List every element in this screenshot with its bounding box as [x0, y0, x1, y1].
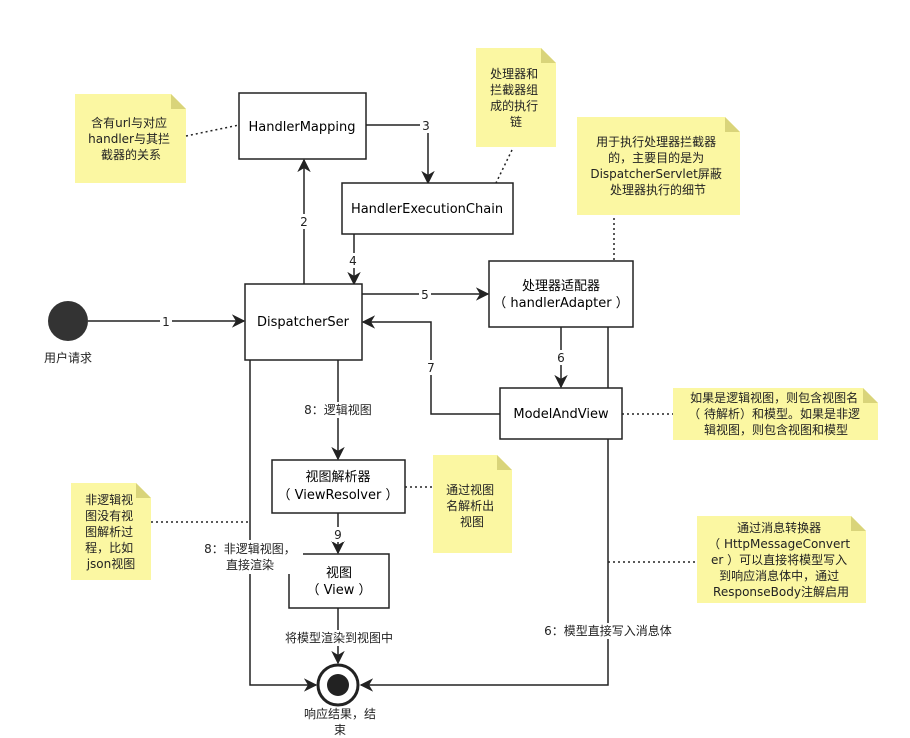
note-chain-text: 处理器和 拦截器组 成的执行 链 — [490, 67, 542, 129]
note-mav-line-1: 如果是逻辑视图，则包含视图名 — [690, 390, 858, 405]
view-label-2: （ View ） — [306, 583, 371, 598]
dotted-chain — [495, 149, 513, 184]
note-converter-line-5: ResponseBody注解启用 — [713, 584, 849, 599]
response-end-label-2: 束 — [334, 723, 346, 737]
user-request-label: 用户请求 — [44, 350, 92, 365]
note-non-logic-view: 非逻辑视 图没有视 图解析过 程，比如 json视图 — [71, 483, 151, 580]
note-adapter-line-1: 用于执行处理器拦截器 — [596, 135, 716, 149]
view-resolver-label-1: 视图解析器 — [305, 470, 370, 485]
note-converter-text: 通过消息转换器 （ HttpMessageConvert er ）可以直接将模型… — [708, 520, 854, 599]
edge-1-label: 1 — [162, 315, 170, 329]
note-nonlogic-line-4: 程，比如 — [85, 540, 133, 555]
dotted-mapping — [185, 124, 240, 137]
box-handler-mapping: HandlerMapping — [238, 92, 367, 160]
note-chain-line-3: 成的执行 — [490, 98, 538, 113]
note-chain-line-4: 链 — [510, 114, 522, 129]
note-mapping-line-1: 含有url与对应 — [91, 115, 167, 130]
note-converter-line-3: er ）可以直接将模型写入 — [711, 552, 847, 567]
note-nonlogic-line-1: 非逻辑视 — [85, 492, 133, 507]
view-resolver-label-2: （ ViewResolver ） — [278, 488, 399, 503]
note-nonlogic-line-3: 图解析过 — [85, 525, 133, 539]
edge-4-label: 4 — [349, 254, 357, 268]
note-resolver-text: 通过视图 名解析出 视图 — [446, 482, 498, 529]
note-chain-line-2: 拦截器组 — [490, 83, 538, 97]
note-adapter-text: 用于执行处理器拦截器 的，主要目的是为 DispatcherServlet屏蔽 … — [590, 135, 725, 197]
dispatcher-label: DispatcherSer — [257, 315, 350, 330]
edge-6-direct — [359, 327, 609, 692]
end-inner-circle — [327, 674, 349, 696]
box-view-resolver: 视图解析器 （ ViewResolver ） — [271, 459, 406, 514]
edge-6-label: 6 — [557, 351, 565, 365]
edge-8-nonlogic-label-2: 直接渲染 — [226, 557, 274, 572]
handler-mapping-label: HandlerMapping — [249, 120, 356, 135]
edge-8-nonlogic-label-1: 8：非逻辑视图， — [204, 541, 296, 556]
note-nonlogic-text: 非逻辑视 图没有视 图解析过 程，比如 json视图 — [85, 492, 137, 571]
note-mapping-text: 含有url与对应 handler与其拦 截器的关系 — [88, 115, 174, 162]
adapter-label-2: （ handlerAdapter ） — [493, 296, 629, 311]
edge-labels: 1 2 3 4 5 6 7 8：逻辑视图 9 8：非逻辑视图， 直接渲染 将模型… — [160, 118, 680, 646]
box-handler-execution-chain: HandlerExecutionChain — [341, 182, 514, 235]
note-mav-line-2: （ 待解析）和模型。如果是非逻 — [688, 406, 860, 421]
note-adapter-line-3: DispatcherServlet屏蔽 — [590, 167, 721, 181]
note-converter-line-4: 到响应消息体中，通过 — [719, 568, 839, 583]
note-mapping: 含有url与对应 handler与其拦 截器的关系 — [75, 94, 186, 183]
note-mav-line-3: 辑视图，则包含视图和模型 — [704, 422, 848, 437]
box-view: 视图 （ View ） — [288, 553, 390, 609]
edge-3 — [366, 124, 435, 185]
view-label-1: 视图 — [326, 566, 352, 581]
adapter-label-1: 处理器适配器 — [522, 279, 600, 294]
response-end-label-1: 响应结果，结 — [304, 706, 376, 721]
start-node: 用户请求 — [44, 301, 92, 365]
edge-9-label: 9 — [334, 528, 342, 542]
start-circle — [48, 301, 88, 341]
note-adapter-line-4: 处理器执行的细节 — [610, 182, 706, 197]
note-mav-text: 如果是逻辑视图，则包含视图名 （ 待解析）和模型。如果是非逻 辑视图，则包含视图… — [688, 390, 864, 437]
box-handler-adapter: 处理器适配器 （ handlerAdapter ） — [488, 260, 634, 328]
note-mapping-line-2: handler与其拦 — [88, 132, 170, 146]
note-model-and-view: 如果是逻辑视图，则包含视图名 （ 待解析）和模型。如果是非逻 辑视图，则包含视图… — [673, 388, 878, 440]
note-chain: 处理器和 拦截器组 成的执行 链 — [476, 48, 556, 147]
note-view-resolver: 通过视图 名解析出 视图 — [433, 455, 512, 553]
edge-3-label: 3 — [422, 119, 430, 133]
edge-8-nonlogic — [249, 360, 318, 692]
box-model-and-view: ModelAndView — [499, 387, 623, 440]
note-nonlogic-line-5: json视图 — [86, 556, 136, 571]
render-label: 将模型渲染到视图中 — [285, 630, 393, 645]
edge-7-label: 7 — [427, 361, 435, 375]
handler-execution-chain-label: HandlerExecutionChain — [351, 202, 503, 217]
edge-6-direct-label: 6：模型直接写入消息体 — [544, 623, 672, 638]
note-message-converter: 通过消息转换器 （ HttpMessageConvert er ）可以直接将模型… — [697, 516, 866, 603]
edge-8-logic-label: 8：逻辑视图 — [304, 402, 372, 417]
note-mapping-line-3: 截器的关系 — [101, 147, 161, 162]
note-chain-line-1: 处理器和 — [490, 67, 538, 81]
note-resolver-line-1: 通过视图 — [446, 482, 494, 497]
note-adapter: 用于执行处理器拦截器 的，主要目的是为 DispatcherServlet屏蔽 … — [577, 117, 740, 215]
note-resolver-line-3: 视图 — [460, 514, 484, 529]
edge-5-label: 5 — [421, 288, 429, 302]
end-node: 响应结果，结 束 — [304, 663, 376, 737]
note-converter-line-1: 通过消息转换器 — [737, 520, 821, 535]
model-and-view-label: ModelAndView — [513, 407, 609, 422]
note-nonlogic-line-2: 图没有视 — [85, 508, 133, 523]
note-converter-line-2: （ HttpMessageConvert — [708, 537, 850, 551]
note-resolver-line-2: 名解析出 — [446, 498, 494, 513]
edge-2-label: 2 — [300, 215, 308, 229]
dotted-connectors — [151, 124, 697, 563]
box-dispatcher: DispatcherSer — [244, 283, 363, 361]
note-adapter-line-2: 的，主要目的是为 — [608, 150, 704, 165]
